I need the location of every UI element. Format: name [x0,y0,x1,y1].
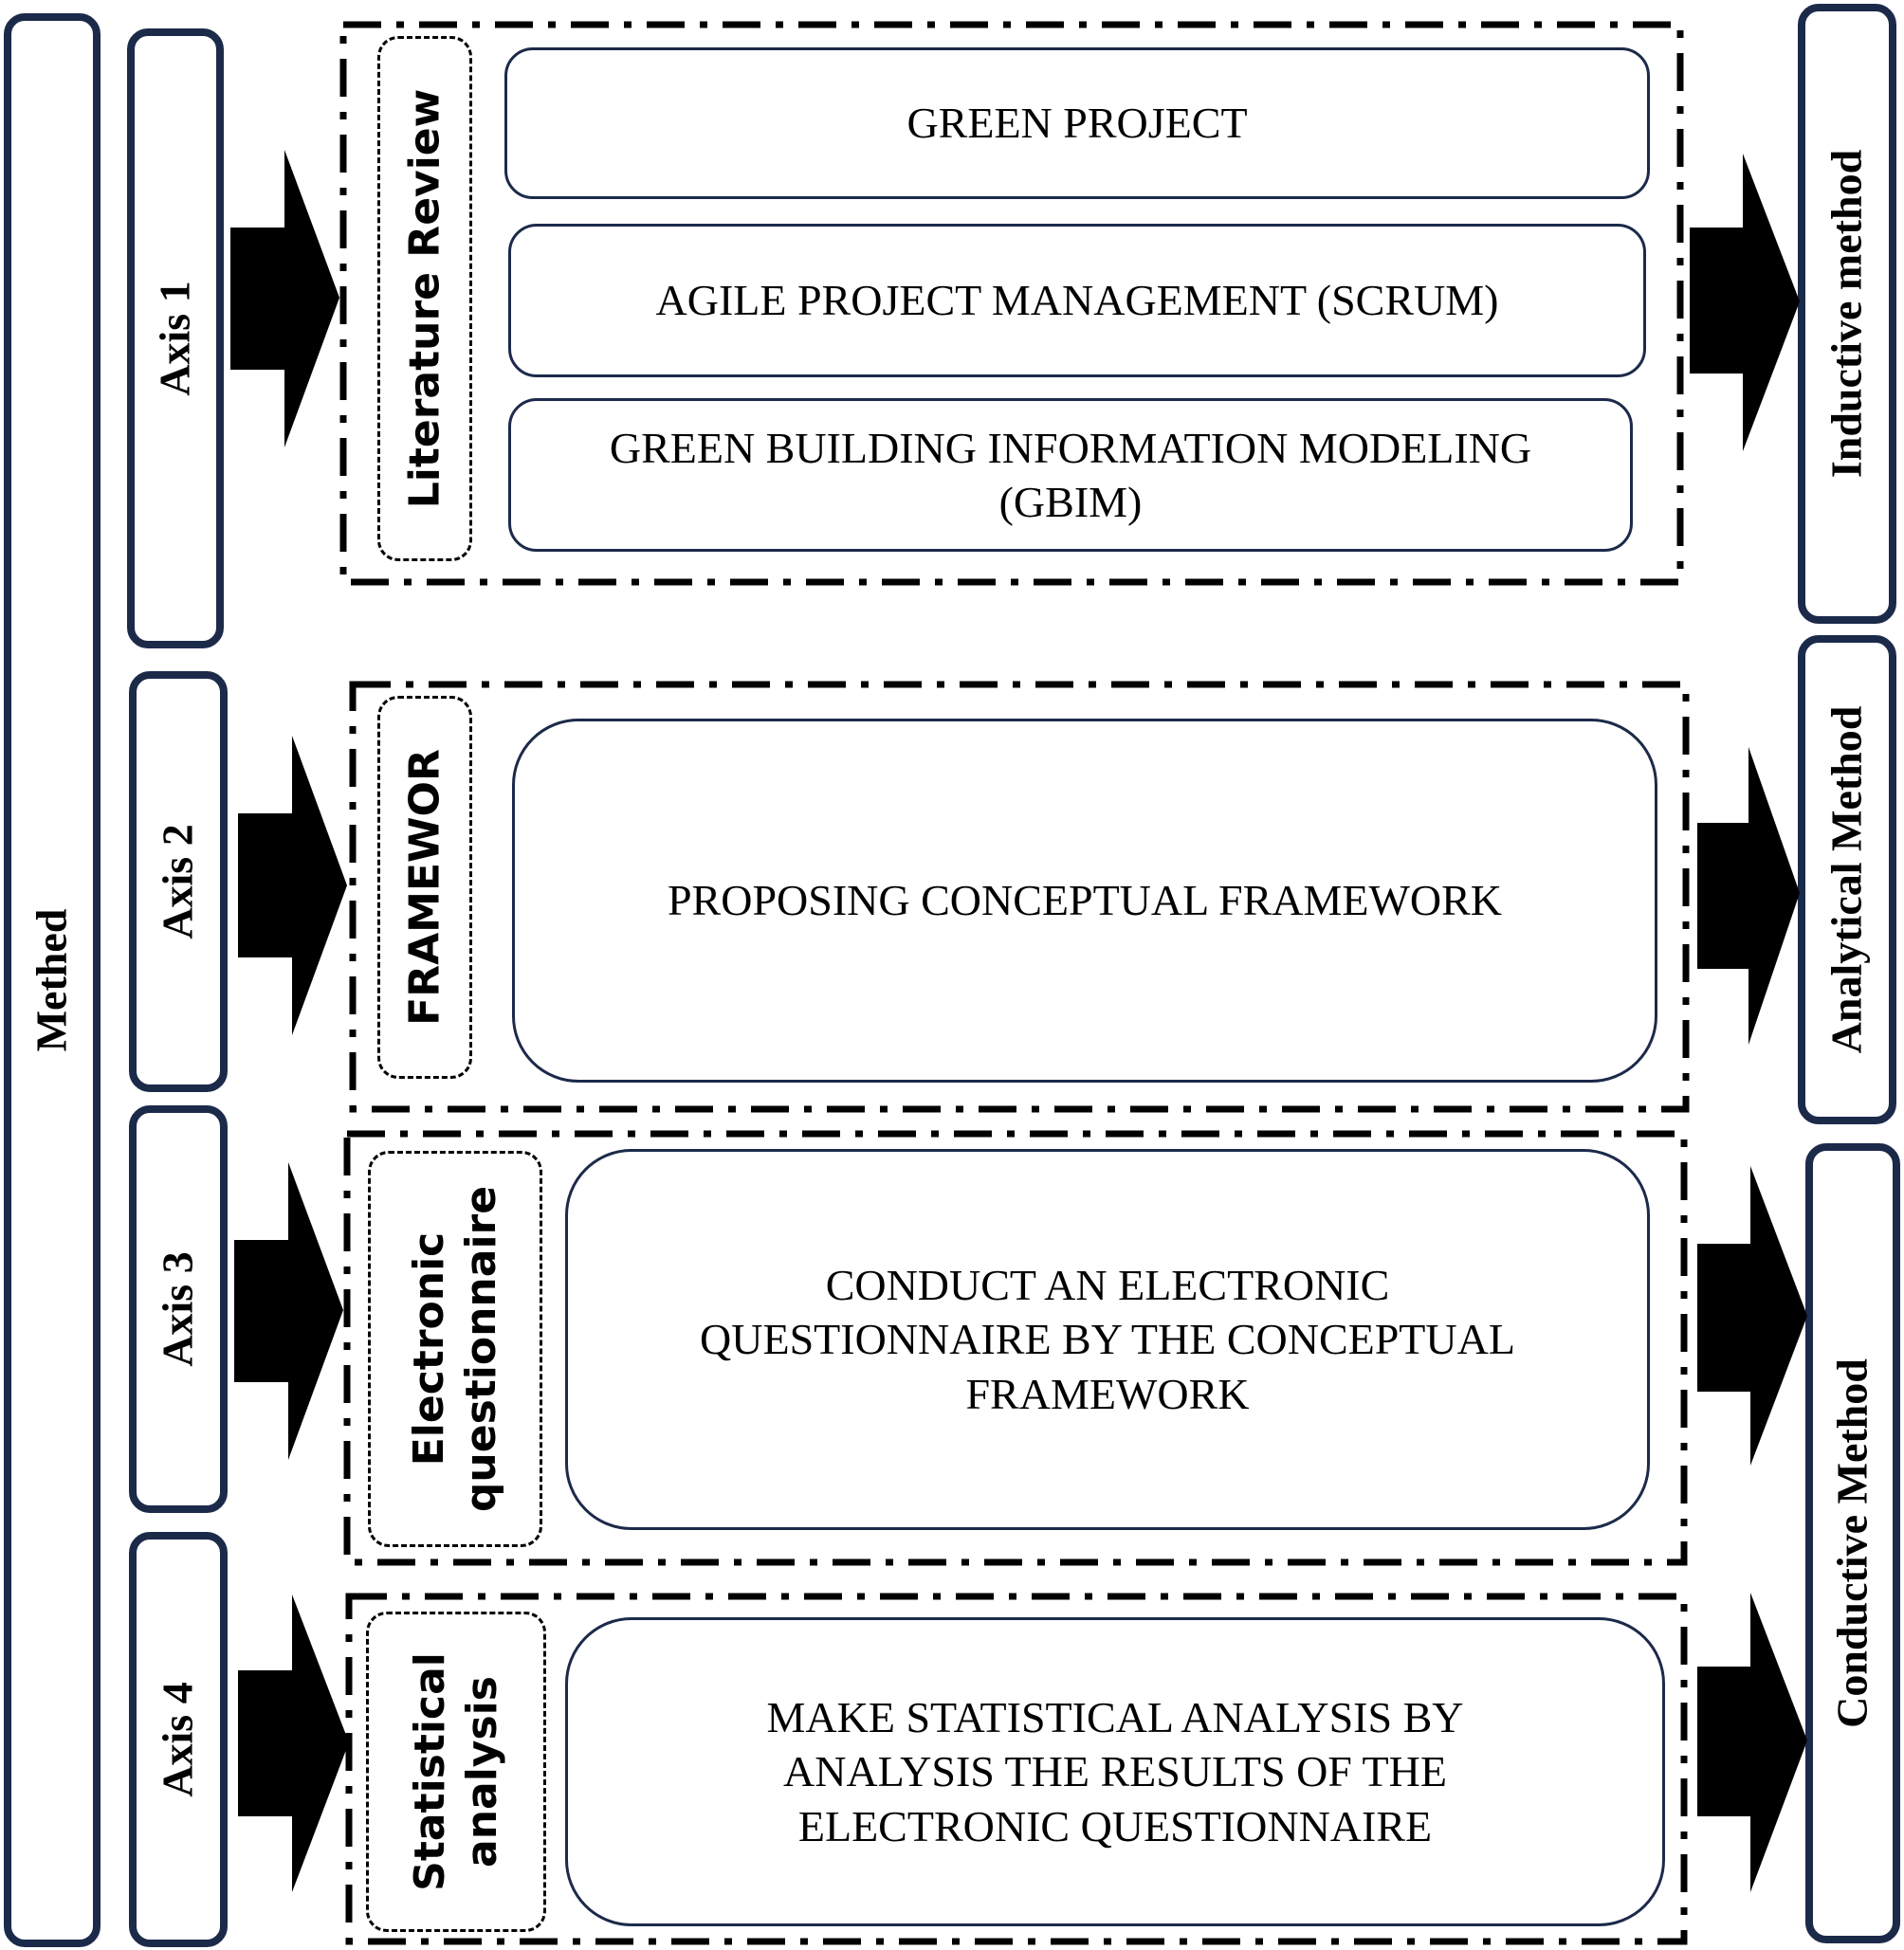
section-literature-review: Literature Review [377,36,472,561]
arrow-right-icon [1697,1166,1807,1466]
topic-statistical-analysis-text: MAKE STATISTICAL ANALYSIS BY ANALYSIS TH… [766,1692,1464,1850]
axis-1-label: Axis 1 [150,281,199,396]
analytical-method-box: Analytical Method [1798,635,1896,1124]
conductive-method-box: Conductive Method [1805,1143,1900,1943]
arrow-right-icon [1697,1593,1807,1892]
arrow-right-icon [234,1162,343,1460]
axis-3-box: Axis 3 [129,1105,228,1513]
topic-green-project: GREEN PROJECT [504,47,1650,199]
inductive-method-label: Inductive method [1822,149,1871,479]
topic-agile-scrum-text: AGILE PROJECT MANAGEMENT (SCRUM) [655,276,1499,325]
topic-gbim: GREEN BUILDING INFORMATION MODELING (GBI… [508,398,1633,552]
axis-4-label: Axis 4 [153,1682,202,1797]
arrow-right-icon [1697,747,1800,1045]
topic-conceptual-framework-text: PROPOSING CONCEPTUAL FRAMEWORK [667,876,1503,925]
section-electronic-questionnaire: Electronic questionnaire [368,1151,542,1547]
section-electronic-questionnaire-label: Electronic questionnaire [405,1185,505,1513]
topic-electronic-questionnaire-text: CONDUCT AN ELECTRONIC QUESTIONNAIRE BY T… [700,1260,1515,1418]
axis-1-box: Axis 1 [127,28,224,648]
section-statistical-analysis-label: Statistical analysis [406,1652,506,1891]
axis-4-box: Axis 4 [129,1532,228,1947]
arrow-right-icon [238,1595,349,1892]
section-framework: FRAMEWOR [377,696,472,1079]
inductive-method-box: Inductive method [1798,4,1896,624]
arrow-right-icon [230,150,339,447]
method-label: Methed [27,908,76,1052]
conductive-method-label: Conductive Method [1827,1358,1877,1728]
topic-statistical-analysis: MAKE STATISTICAL ANALYSIS BY ANALYSIS TH… [565,1617,1665,1926]
section-statistical-analysis: Statistical analysis [366,1612,546,1932]
topic-agile-scrum: AGILE PROJECT MANAGEMENT (SCRUM) [508,224,1646,377]
axis-2-box: Axis 2 [129,671,228,1092]
analytical-method-label: Analytical Method [1822,705,1871,1054]
topic-green-project-text: GREEN PROJECT [906,99,1248,148]
method-column: Methed [4,13,101,1947]
section-literature-review-label: Literature Review [400,88,449,509]
section-framework-label: FRAMEWOR [400,749,449,1026]
topic-electronic-questionnaire: CONDUCT AN ELECTRONIC QUESTIONNAIRE BY T… [565,1149,1650,1530]
topic-conceptual-framework: PROPOSING CONCEPTUAL FRAMEWORK [512,719,1657,1083]
arrow-right-icon [1690,154,1800,451]
axis-3-label: Axis 3 [153,1251,202,1367]
arrow-right-icon [238,736,347,1035]
topic-gbim-text: GREEN BUILDING INFORMATION MODELING (GBI… [609,423,1532,527]
axis-2-label: Axis 2 [153,824,202,939]
